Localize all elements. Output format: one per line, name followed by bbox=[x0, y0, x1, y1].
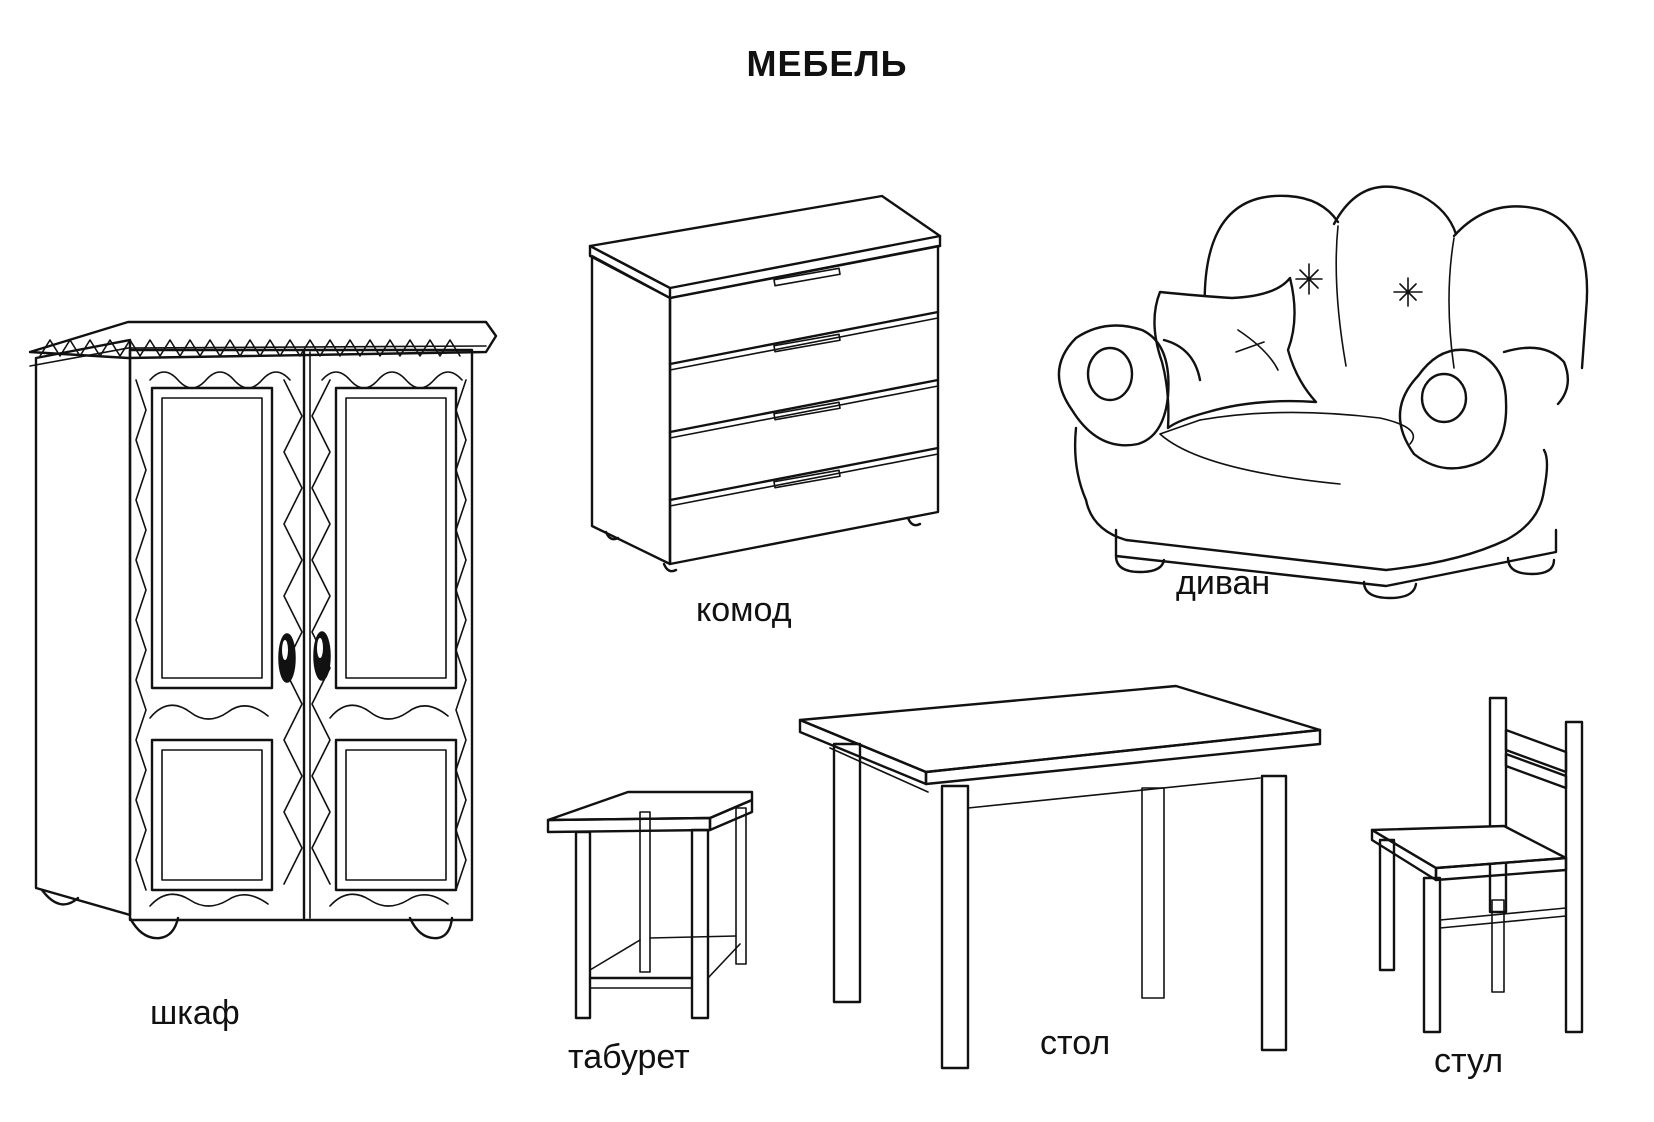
stool-drawing bbox=[546, 790, 754, 1020]
wardrobe-label: шкаф bbox=[150, 994, 240, 1032]
chair-drawing bbox=[1370, 696, 1584, 1034]
table-drawing bbox=[798, 684, 1322, 1070]
page-title: МЕБЕЛЬ bbox=[746, 43, 908, 84]
table-label: стол bbox=[1040, 1024, 1111, 1062]
chair-label: стул bbox=[1434, 1042, 1504, 1080]
wardrobe-drawing bbox=[28, 320, 498, 940]
dresser-label: комод bbox=[696, 591, 792, 629]
sofa-label: диван bbox=[1176, 564, 1271, 602]
dresser-drawing bbox=[588, 194, 942, 573]
stool-label: табурет bbox=[568, 1038, 690, 1076]
sofa-drawing bbox=[1057, 185, 1589, 600]
